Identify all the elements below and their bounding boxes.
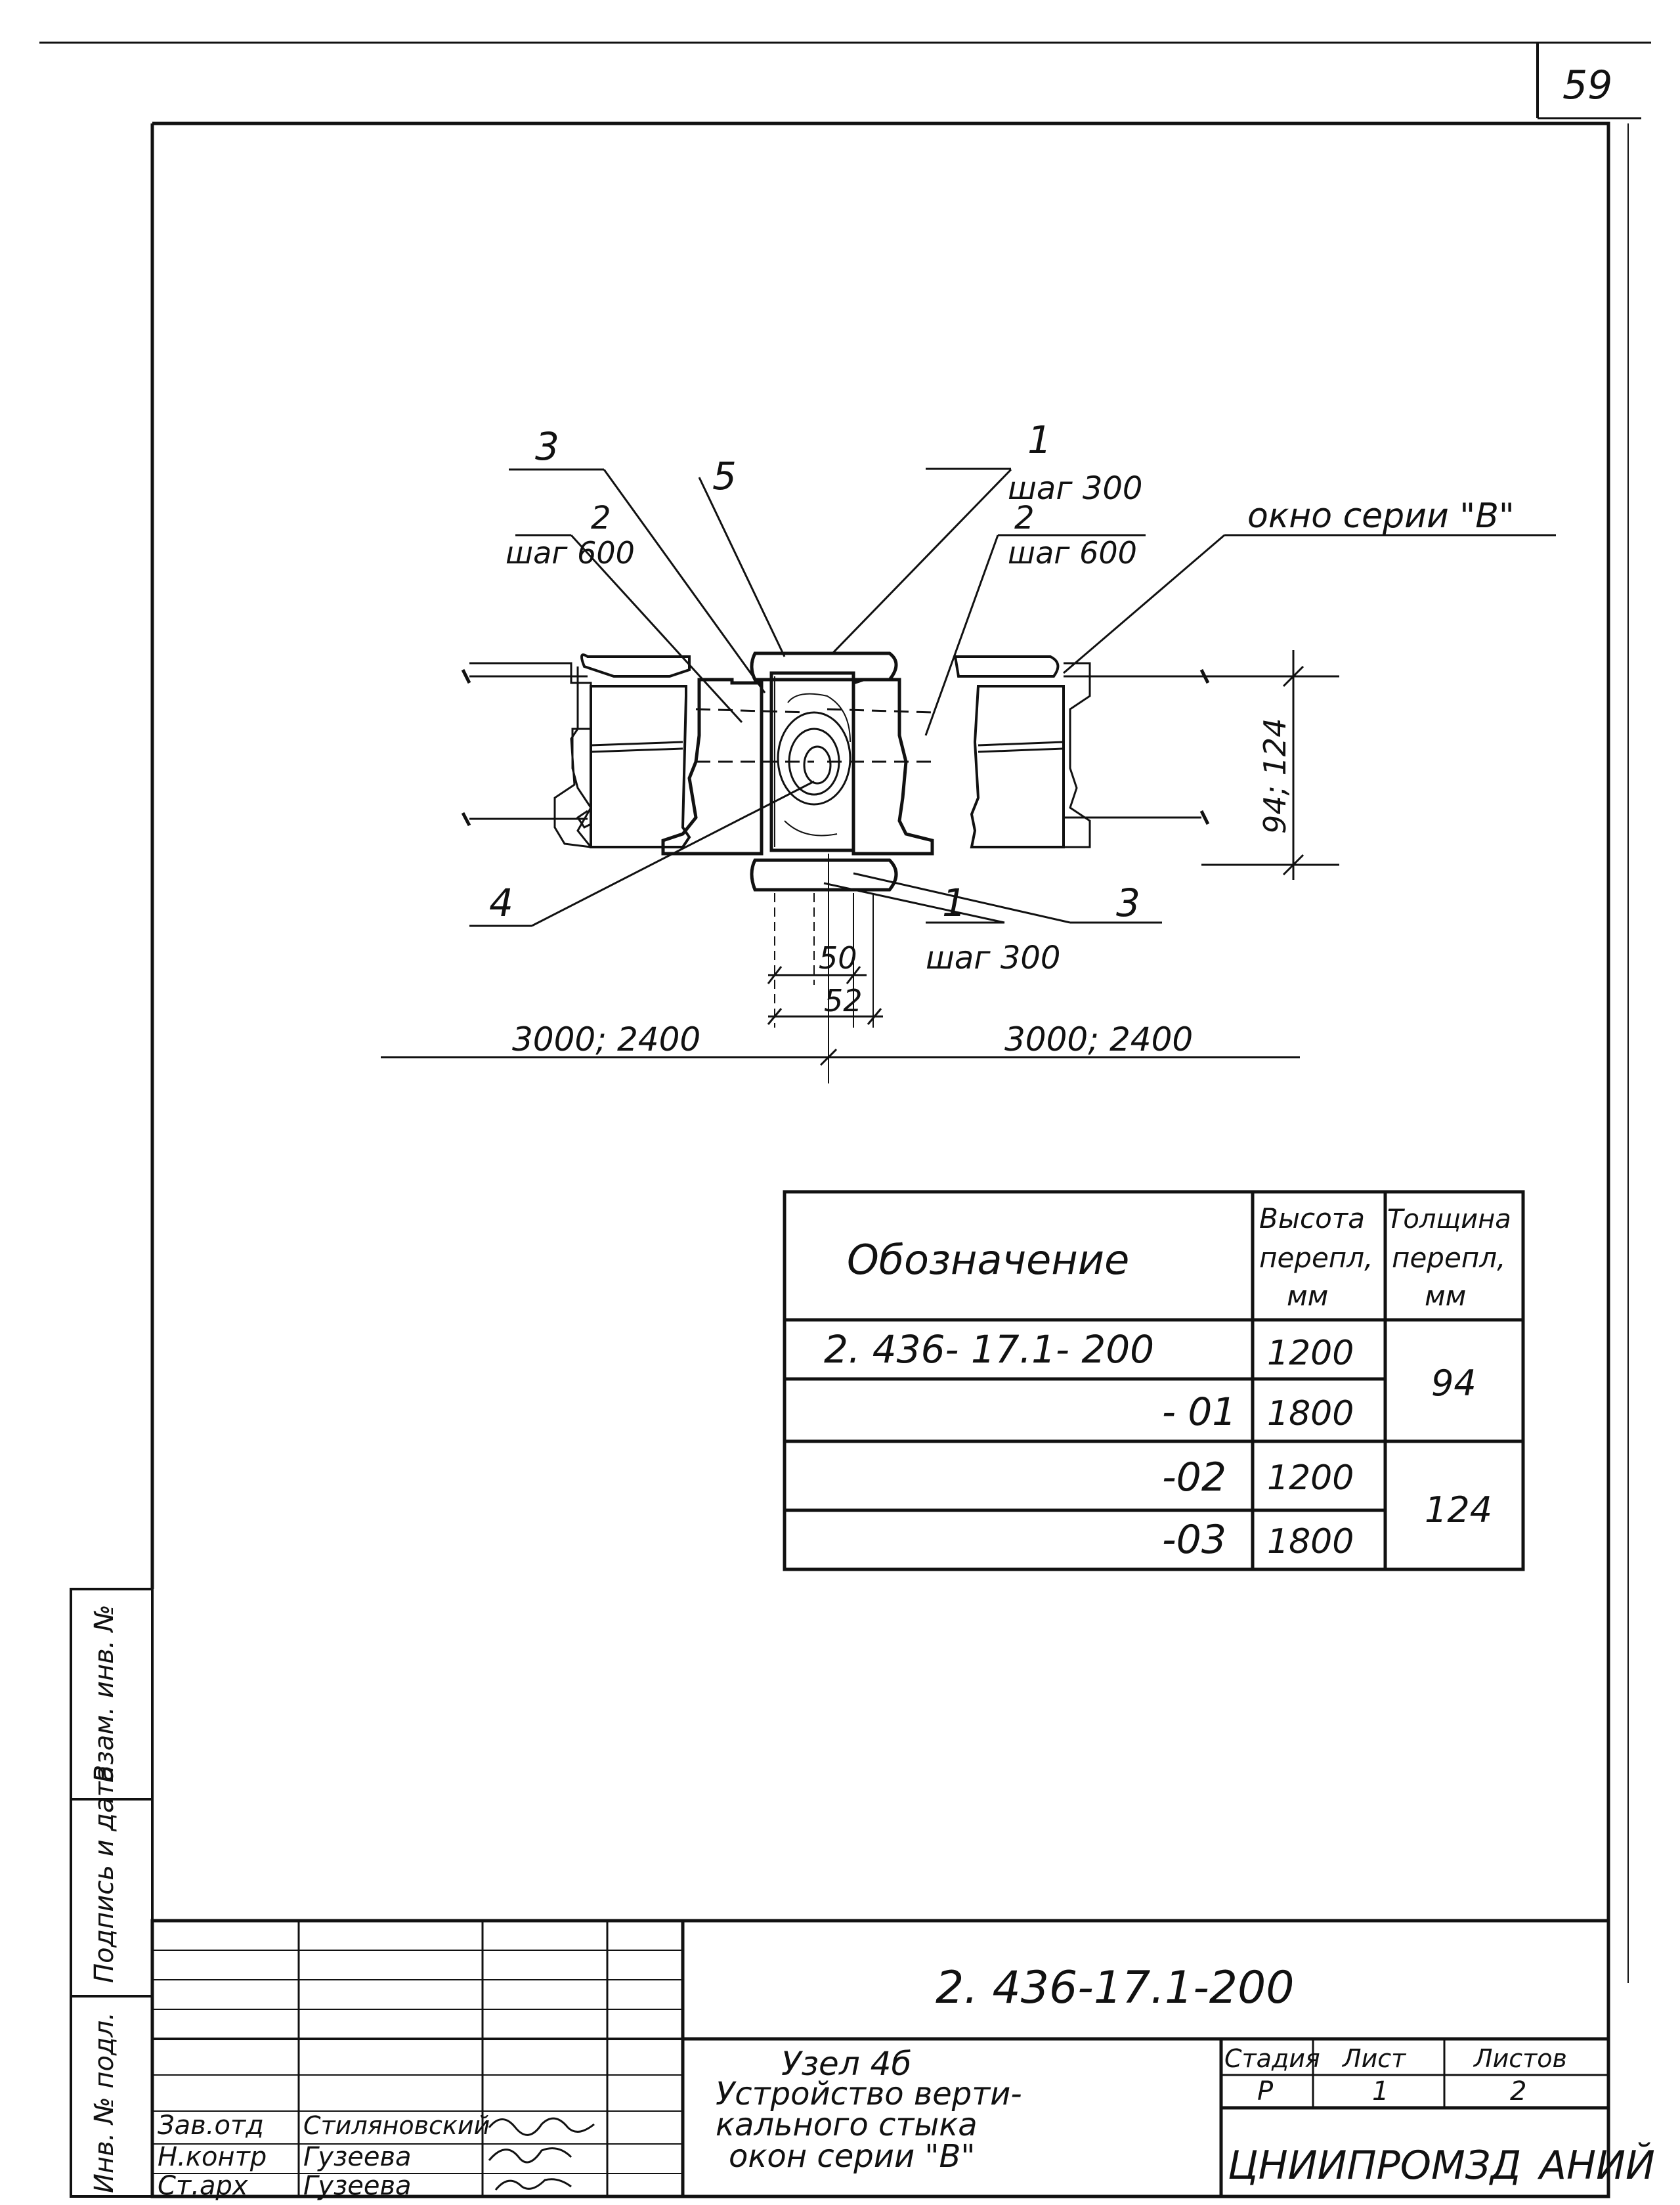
side-stamp-frame (70, 1588, 154, 2198)
callout-1-top-step: шаг 300 (1008, 470, 1142, 507)
callout-1-bottom: 1 (942, 881, 966, 925)
spec-table-grid (783, 1190, 1525, 1571)
organization-right: АНИЙ (1537, 2142, 1655, 2189)
callout-2-left-step: шаг 600 (506, 535, 635, 571)
row-1-designation: 2. 436- 17.1- 200 (824, 1327, 1154, 1372)
staff-2-role: Н.контр (158, 2142, 267, 2172)
sheets-value: 2 (1510, 2076, 1526, 2107)
th-thickness-2: перепл, (1392, 1242, 1505, 1274)
dim-50: 50 (819, 940, 857, 976)
th-designation: Обозначение (847, 1236, 1129, 1284)
cover-strip-bottom (750, 858, 898, 892)
sheet-value: 1 (1372, 2076, 1389, 2107)
th-height-2: перепл, (1259, 1242, 1373, 1274)
row-1-height: 1200 (1267, 1334, 1354, 1373)
sheet-label: Лист (1341, 2044, 1407, 2073)
sheets-label: Листов (1473, 2044, 1567, 2073)
title-line-3: кального стыка (716, 2107, 978, 2143)
thickness-group-2: 124 (1425, 1489, 1492, 1531)
stamp-inv-original: Инв. № подл. (89, 2012, 119, 2193)
title-line-1: Узел 4б (781, 2045, 911, 2083)
th-height-1: Высота (1259, 1202, 1365, 1234)
callout-3-top: 3 (535, 424, 559, 469)
page-number: 59 (1562, 62, 1612, 108)
row-3-height: 1200 (1267, 1458, 1354, 1498)
row-3-designation: -02 (1162, 1454, 1226, 1500)
th-thickness-1: Толщина (1387, 1204, 1511, 1234)
drawing-labels: 59 3 5 1 шаг 300 2 шаг 600 2 шаг 600 окн… (489, 62, 1612, 1059)
dim-left-span: 3000; 2400 (512, 1020, 700, 1059)
row-2-designation: - 01 (1162, 1389, 1236, 1434)
cover-strip-top (750, 651, 898, 682)
title-line-2: Устройство верти- (716, 2076, 1022, 2112)
staff-3-name: Гузеева (303, 2171, 412, 2201)
doc-code: 2. 436-17.1-200 (936, 1962, 1295, 2014)
stage-label: Стадия (1224, 2044, 1320, 2073)
title-block-grid (150, 1919, 1610, 2198)
dim-thickness: 94; 124 (1257, 718, 1293, 834)
node-drawing (381, 468, 1556, 1083)
staff-1-role: Зав.отд (158, 2110, 264, 2141)
staff-1-name: Стиляновский (303, 2111, 490, 2140)
callout-1-bottom-step: шаг 300 (926, 940, 1060, 976)
signature-2 (488, 2147, 572, 2164)
callout-3-bottom: 3 (1116, 881, 1140, 925)
dim-right-span: 3000; 2400 (1004, 1020, 1193, 1059)
stage-value: Р (1257, 2076, 1274, 2107)
dim-52: 52 (824, 983, 863, 1018)
stamp-sign-date: Подпись и дата (89, 1766, 119, 1983)
callout-2-right-step: шаг 600 (1008, 535, 1137, 571)
callout-4: 4 (489, 881, 513, 925)
callout-2-right: 2 (1014, 500, 1035, 536)
row-2-height: 1800 (1267, 1394, 1354, 1433)
stamp-inv-replace: Взам. инв. № (89, 1604, 119, 1783)
organization-left: ЦНИИПРОМЗД (1228, 2143, 1521, 2189)
side-stamp-text: Взам. инв. № Подпись и дата Инв. № подл. (89, 1604, 119, 2193)
callout-2-left: 2 (591, 500, 611, 536)
staff-2-name: Гузеева (303, 2142, 412, 2172)
callout-1-top: 1 (1027, 418, 1052, 462)
title-line-4: окон серии "В" (729, 2138, 976, 2175)
th-height-3: мм (1287, 1280, 1328, 1312)
spec-table-text: Обозначение Высота перепл, мм Толщина пе… (824, 1202, 1511, 1563)
th-thickness-3: мм (1425, 1280, 1466, 1312)
signature-1 (488, 2117, 595, 2136)
staff-3-role: Ст.арх (158, 2171, 248, 2201)
row-4-designation: -03 (1162, 1517, 1226, 1563)
title-block-text: 2. 436-17.1-200 Узел 4б Устройство верти… (158, 1962, 1655, 2201)
thickness-group-1: 94 (1431, 1363, 1476, 1404)
row-4-height: 1800 (1267, 1522, 1354, 1561)
signature-3 (494, 2178, 572, 2191)
window-series-label: окно серии "В" (1247, 496, 1515, 536)
frame-border (152, 121, 1610, 2196)
callout-5: 5 (712, 454, 737, 498)
